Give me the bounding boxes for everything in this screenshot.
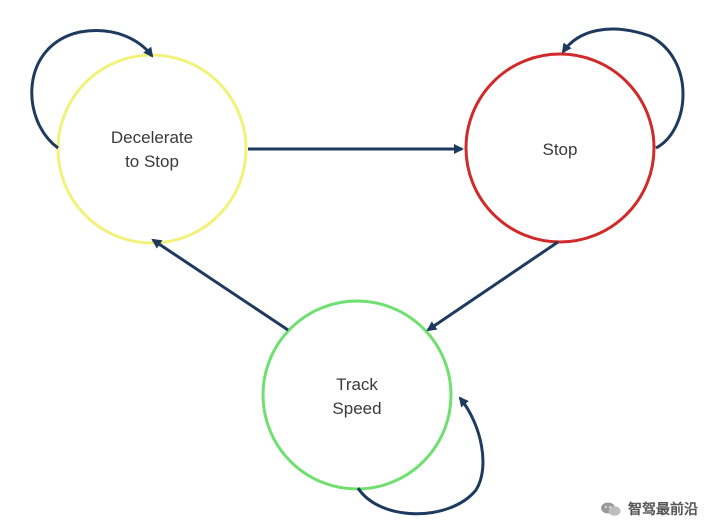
state-circle-decelerate (56, 53, 248, 245)
state-label-decelerate-line2: to Stop (125, 152, 179, 171)
state-decelerate-to-stop: Decelerate to Stop (56, 53, 248, 245)
state-label-decelerate-line1: Decelerate (111, 128, 193, 147)
edge-stop-to-track-speed (426, 240, 559, 332)
watermark-text: 智驾最前沿 (628, 502, 698, 518)
state-stop: Stop (464, 52, 656, 244)
state-circle-track-speed (261, 299, 453, 491)
watermark: 智驾最前沿 (600, 499, 698, 519)
self-loop-stop (561, 27, 685, 150)
self-loop-decelerate (30, 29, 154, 150)
state-label-track-speed-line2: Speed (332, 399, 381, 418)
state-track-speed: Track Speed (261, 299, 453, 491)
wechat-icon (601, 502, 621, 516)
self-loop-track-speed (356, 396, 485, 516)
state-circle-stop (464, 52, 656, 244)
state-label-stop: Stop (543, 140, 578, 159)
edge-track-speed-to-decelerate (151, 238, 289, 332)
state-label-track-speed-line1: Track (336, 375, 378, 394)
